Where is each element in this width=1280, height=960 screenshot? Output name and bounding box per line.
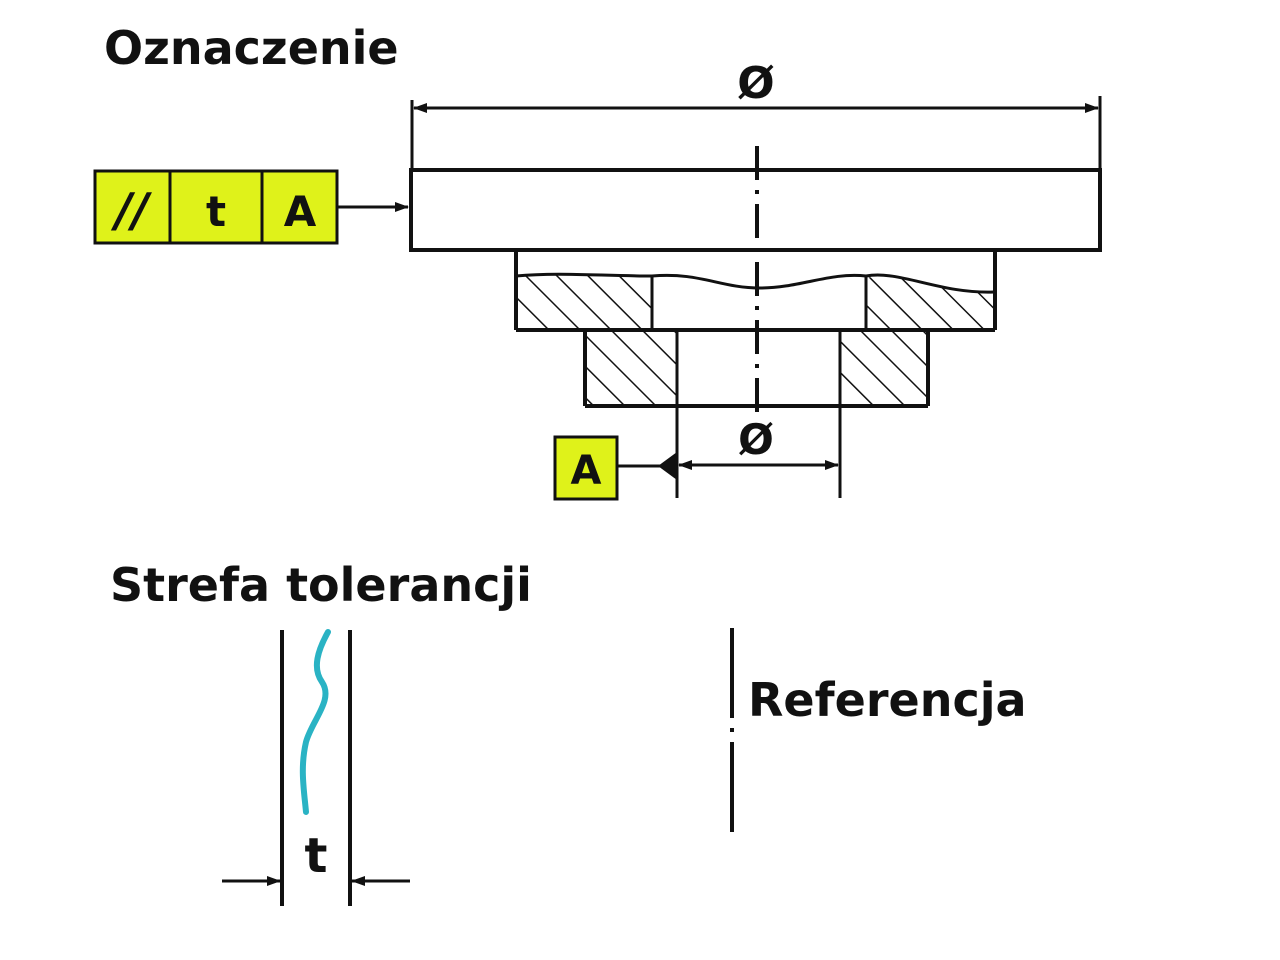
top-diameter-dimension: Ø [410, 58, 1102, 168]
heading-tolerance-zone: Strefa tolerancji [110, 558, 532, 612]
bore-diameter-symbol: Ø [738, 415, 774, 464]
datum-reference: A [284, 187, 317, 236]
datum-label: A [571, 448, 602, 494]
tolerance-zone: t [222, 629, 410, 906]
bottom-section [583, 330, 930, 498]
datum-feature: A [553, 435, 677, 501]
heading-marking: Oznaczenie [104, 21, 399, 75]
top-diameter-symbol: Ø [737, 58, 774, 109]
feature-control-frame: // t A [93, 169, 409, 245]
zone-width-label: t [305, 828, 328, 884]
parallelism-symbol: // [110, 183, 152, 237]
actual-surface-curve [299, 629, 331, 815]
reference-indicator: Referencja [730, 628, 1027, 832]
bore-diameter-dimension: Ø [678, 415, 839, 470]
tolerance-value: t [206, 187, 226, 236]
reference-label: Referencja [748, 673, 1027, 727]
